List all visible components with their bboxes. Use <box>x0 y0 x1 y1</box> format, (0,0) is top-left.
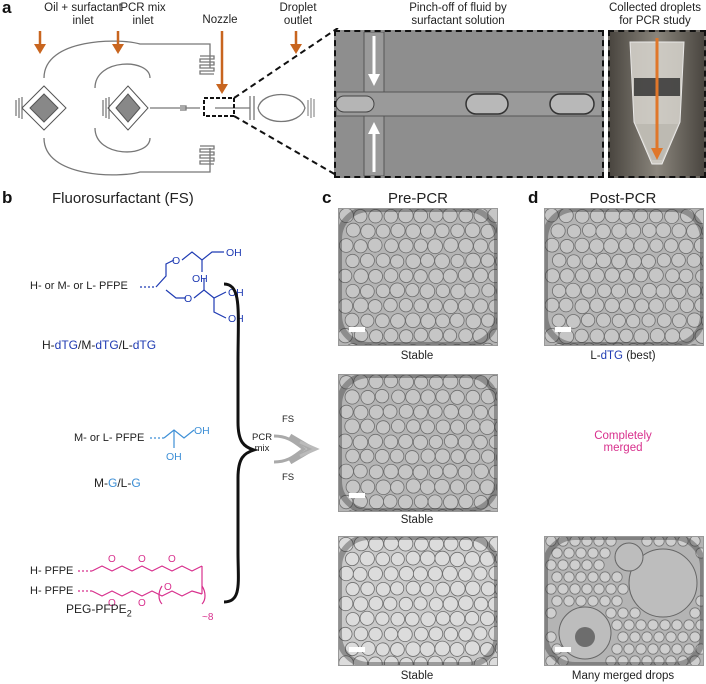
peg-o-6: O <box>164 582 172 593</box>
dtg-oh-4: OH <box>228 313 244 325</box>
panel-d-title: Post-PCR <box>589 190 657 207</box>
panel-c-title: Pre-PCR <box>387 190 448 207</box>
peg-o-1: O <box>108 554 116 565</box>
dtg-oh-1: OH <box>226 247 242 259</box>
pcr-inlet-filter <box>102 85 149 131</box>
pre-pcr-micrograph-1 <box>338 208 498 346</box>
g-name: M-G/L-G <box>94 476 141 490</box>
oil-inlet-filter <box>15 85 67 131</box>
peg-o-2: O <box>138 554 146 565</box>
droplet-outlet-label: Droplet outlet <box>279 2 317 27</box>
collected-droplets-label: Collected droplets for PCR study <box>608 2 702 27</box>
dtg-o-2: O <box>184 293 192 305</box>
panel-b-letter: b <box>2 188 13 207</box>
panel-c-letter: c <box>322 188 332 207</box>
mix-arrow <box>273 433 320 465</box>
peg-prefix-1: H- PFPE <box>30 565 74 577</box>
peg-prefix-2: H- PFPE <box>30 585 74 597</box>
pinch-off-micrograph <box>334 30 604 178</box>
fs-label-top: FS <box>282 414 295 425</box>
nozzle-label: Nozzle <box>202 14 238 26</box>
nozzle-box <box>203 97 235 117</box>
dtg-prefix: H- or M- or L- PFPE <box>30 280 128 292</box>
peg-structure: O O O O O O ~8 <box>78 554 214 623</box>
pinch-off-label: Pinch-off of fluid by surfactant solutio… <box>409 2 507 27</box>
peg-name: PEG-PFPE2 <box>66 602 132 619</box>
scale-bar <box>349 647 365 652</box>
pre-pcr-caption-2: Stable <box>400 514 434 526</box>
panel-a-letter: a <box>2 0 12 17</box>
post-pcr-caption-1: L-dTG (best) <box>590 350 656 362</box>
microfluidic-chip-schematic <box>15 28 339 177</box>
dtg-oh-2: OH <box>192 273 208 285</box>
g-prefix: M- or L- PFPE <box>74 432 145 444</box>
g-oh-1: OH <box>194 425 210 437</box>
collected-droplets-photo <box>608 30 706 178</box>
g-oh-2: OH <box>166 451 182 463</box>
scale-bar <box>349 493 365 498</box>
post-pcr-caption-3: Many merged drops <box>571 670 675 682</box>
scale-bar <box>555 327 571 332</box>
peg-repeat-label: ~8 <box>202 612 214 623</box>
completely-merged-note: Completely merged <box>594 430 652 454</box>
dtg-name: H-dTG/M-dTG/L-dTG <box>42 338 157 352</box>
panel-b-title: Fluorosurfactant (FS) <box>52 190 194 207</box>
scale-bar <box>555 647 571 652</box>
pcr-inlet-label: PCR mix inlet <box>120 2 166 27</box>
pcr-mix-label: PCR mix <box>252 432 273 454</box>
scale-bar <box>349 327 365 332</box>
pre-pcr-micrograph-2 <box>338 374 498 512</box>
post-pcr-micrograph-3 <box>544 536 704 666</box>
peg-o-5: O <box>138 598 146 609</box>
dtg-o-1: O <box>172 255 180 267</box>
pre-pcr-micrograph-3 <box>338 536 498 666</box>
oil-inlet-label: Oil + surfactant inlet <box>44 2 122 27</box>
fs-label-bottom: FS <box>282 472 295 483</box>
pre-pcr-caption-3: Stable <box>400 670 434 682</box>
peg-o-4: O <box>108 598 116 609</box>
post-pcr-micrograph-1 <box>544 208 704 346</box>
g-structure: OH OH <box>150 425 210 463</box>
peg-o-3: O <box>168 554 176 565</box>
curly-brace <box>223 282 260 604</box>
panel-d-letter: d <box>528 188 539 207</box>
pre-pcr-caption-1: Stable <box>400 350 434 362</box>
